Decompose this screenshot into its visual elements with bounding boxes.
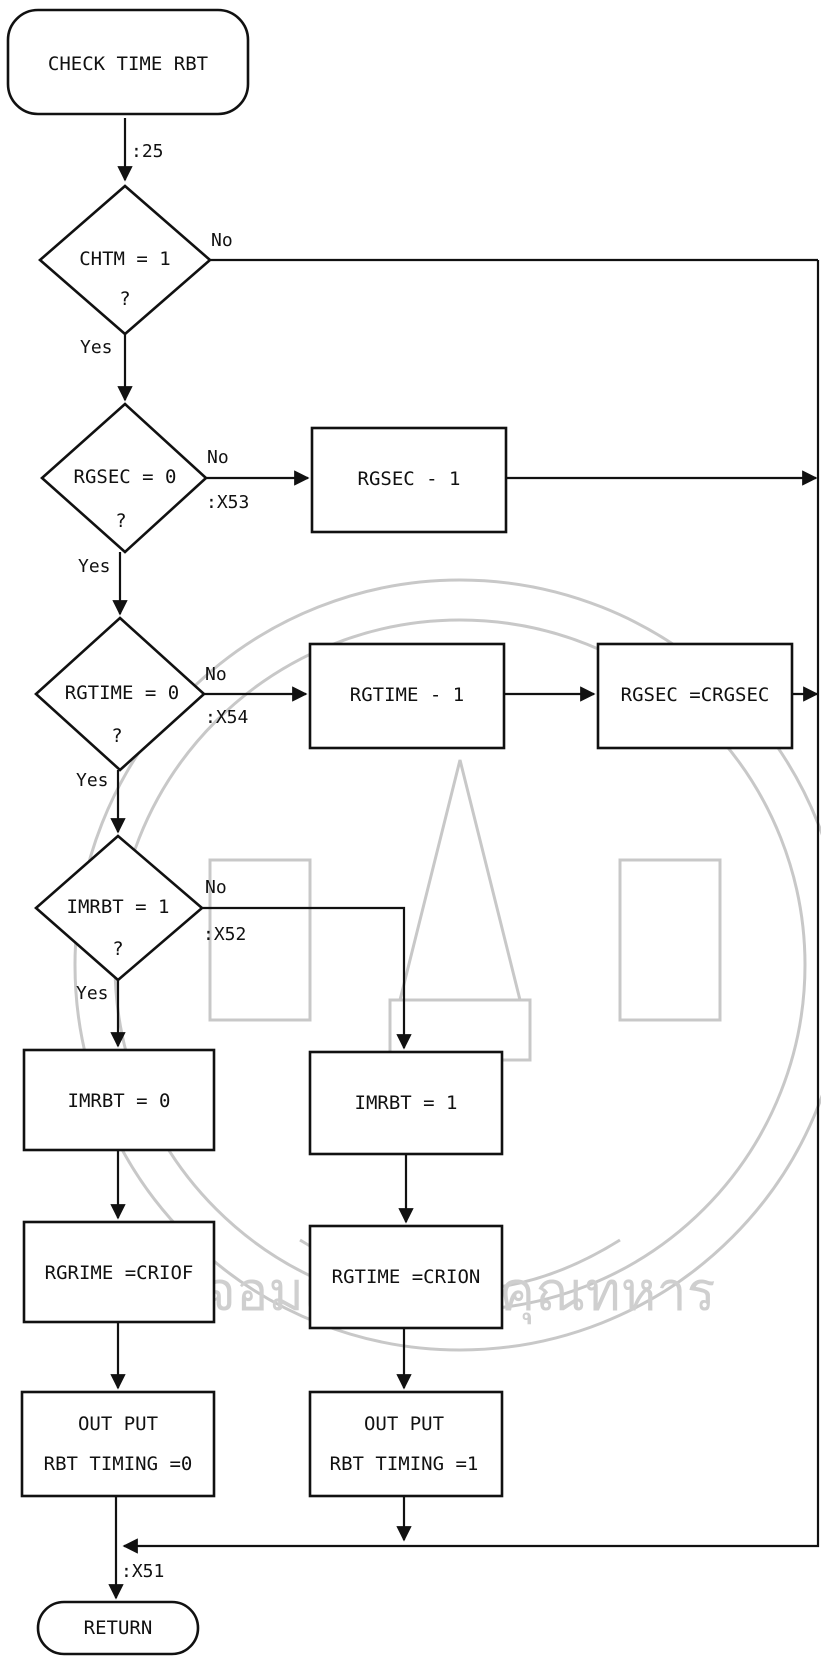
start-terminal-label: CHECK TIME RBT xyxy=(48,53,208,75)
decision-imrbt-q: ? xyxy=(112,938,123,960)
process-imrbt-set1-text: IMRBT = 1 xyxy=(355,1092,458,1114)
decision-rgsec-q: ? xyxy=(115,510,126,532)
x54-connector-label: :X54 xyxy=(205,707,248,728)
decision-imrbt-text: IMRBT = 1 xyxy=(67,896,170,918)
output-rbt-timing-0-line1: OUT PUT xyxy=(78,1413,158,1435)
output-rbt-timing-0-line2: RBT TIMING =0 xyxy=(44,1453,193,1475)
decision-chtm-q: ? xyxy=(119,288,130,310)
output-rbt-timing-0 xyxy=(22,1392,214,1496)
x51-connector-label: :X51 xyxy=(121,1561,164,1582)
no-label-4: No xyxy=(205,877,227,898)
decision-chtm-text: CHTM = 1 xyxy=(79,248,171,270)
process-rgsec-dec-text: RGSEC - 1 xyxy=(358,468,461,490)
process-rgtime-dec-text: RGTIME - 1 xyxy=(350,684,464,706)
process-rgtime-cron-text: RGTIME =CRION xyxy=(332,1266,481,1288)
decision-rgsec-text: RGSEC = 0 xyxy=(74,466,177,488)
process-imrbt-set0-text: IMRBT = 0 xyxy=(68,1090,171,1112)
output-rbt-timing-1 xyxy=(310,1392,502,1496)
decision-rgtime-text: RGTIME = 0 xyxy=(65,682,179,704)
yes-label-4: Yes xyxy=(76,983,109,1004)
entry-connector-label: :25 xyxy=(131,141,164,162)
process-rgtime-crof-text: RGRIME =CRIOF xyxy=(45,1262,194,1284)
yes-label-2: Yes xyxy=(78,556,111,577)
x52-connector-label: :X52 xyxy=(203,924,246,945)
yes-label-1: Yes xyxy=(80,337,113,358)
output-rbt-timing-1-line1: OUT PUT xyxy=(364,1413,444,1435)
no-label-1: No xyxy=(211,230,233,251)
yes-label-3: Yes xyxy=(76,770,109,791)
decision-rgtime-q: ? xyxy=(111,725,122,747)
no-label-3: No xyxy=(205,664,227,685)
process-rgsec-reload-text: RGSEC =CRGSEC xyxy=(621,684,770,706)
x53-connector-label: :X53 xyxy=(206,492,249,513)
no-label-2: No xyxy=(207,447,229,468)
output-rbt-timing-1-line2: RBT TIMING =1 xyxy=(330,1453,479,1475)
return-terminal-label: RETURN xyxy=(84,1617,153,1639)
